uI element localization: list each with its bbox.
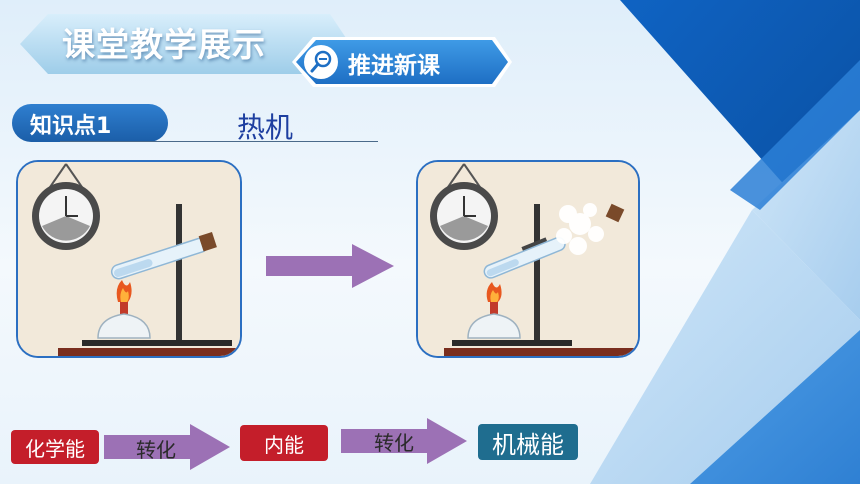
- conversion-arrow-1: [104, 424, 230, 470]
- mechanical-energy-box: 机械能: [478, 424, 578, 460]
- illustration-after: [416, 160, 640, 358]
- clock-icon: [430, 163, 498, 250]
- process-arrow: [266, 244, 394, 288]
- topic-title: 热机: [237, 111, 294, 144]
- page-title: 课堂教学展示: [62, 25, 266, 64]
- subtitle-text: 推进新课: [348, 53, 440, 79]
- internal-energy-box: 内能: [240, 425, 328, 461]
- illustration-before: [16, 160, 242, 358]
- conversion-label-1: 转化: [136, 438, 176, 462]
- chemical-energy-box: 化学能: [11, 430, 99, 464]
- knowledge-point-badge: [12, 104, 168, 142]
- conversion-label-2: 转化: [374, 431, 414, 455]
- knowledge-point-label: 知识点1: [30, 114, 112, 139]
- topic-underline: [60, 141, 378, 142]
- magnifier-icon: [304, 45, 338, 79]
- clock-icon: [32, 163, 100, 250]
- conversion-arrow-2: [341, 418, 467, 464]
